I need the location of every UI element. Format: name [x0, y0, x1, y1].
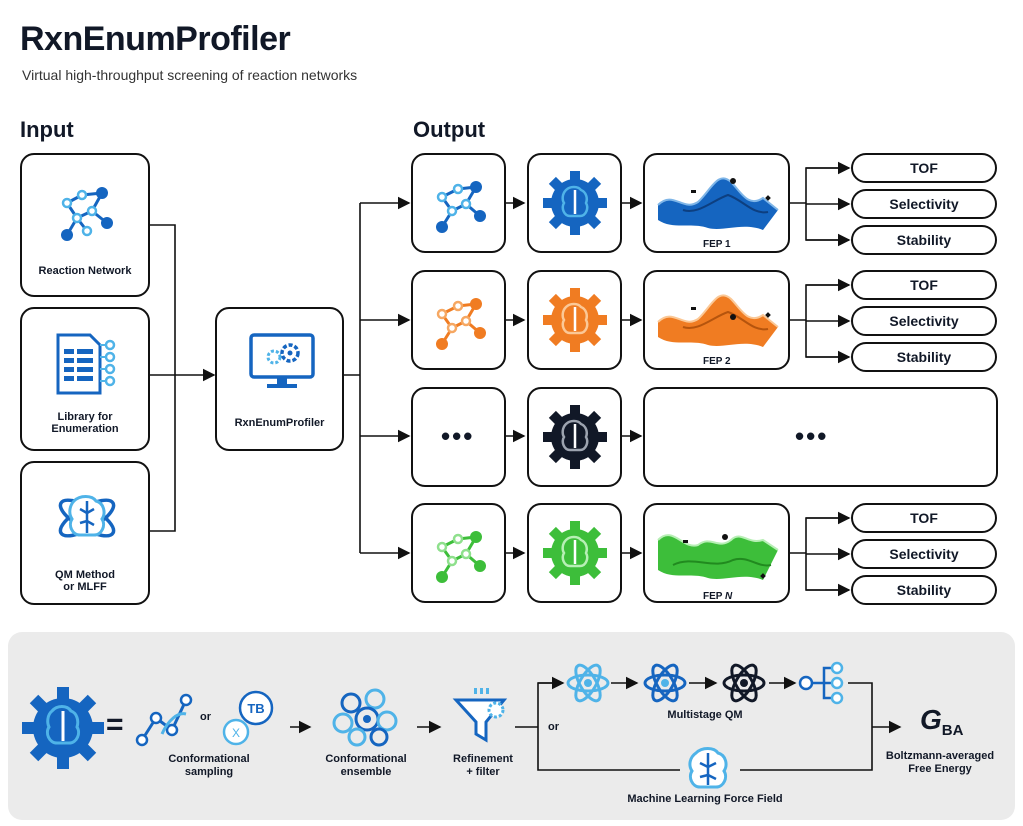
input-label-reaction-network: Reaction Network	[38, 265, 132, 277]
fep-surface-plot	[657, 534, 779, 580]
conformational-ensemble-label: Conformational ensemble	[325, 753, 407, 778]
monitor-gears-icon	[249, 333, 315, 388]
fep-surface-plot	[657, 294, 779, 347]
center-box-rxnenumprofiler: RxnEnumProfiler	[215, 307, 344, 451]
row4-fep-label: FEP N	[703, 591, 733, 602]
atom-icon	[566, 663, 610, 703]
or-label: or	[200, 711, 211, 723]
gear-brain-icon	[543, 521, 607, 585]
row2-metric-stability: Stability	[851, 342, 997, 372]
x-text: X	[232, 726, 240, 740]
or-label: or	[548, 721, 559, 733]
library-document-icon	[56, 333, 116, 395]
row3-placeholder-box: •••	[411, 387, 506, 487]
row1-metric-stability: Stability	[851, 225, 997, 255]
reaction-network-icon	[436, 298, 486, 350]
gear-brain-icon	[543, 288, 607, 352]
reaction-network-icon	[61, 187, 113, 241]
ellipsis-placeholder: •••	[795, 421, 829, 451]
tb-x-icon: TB X	[222, 690, 274, 746]
row1-network-box	[411, 153, 506, 253]
page-subtitle: Virtual high-throughput screening of rea…	[22, 67, 358, 83]
boltzmann-label: Boltzmann-averaged Free Energy	[885, 750, 995, 775]
ellipsis-placeholder: •••	[441, 421, 475, 451]
row1-metric-tof: TOF	[851, 153, 997, 183]
atom-brain-icon	[688, 747, 728, 789]
filter-gear-icon	[452, 688, 508, 743]
center-label: RxnEnumProfiler	[234, 417, 325, 429]
equals-sign: =	[106, 708, 124, 741]
gear-brain-icon	[543, 171, 607, 235]
gear-brain-icon	[22, 687, 104, 769]
atom-icon	[722, 663, 766, 703]
input-section-title: Input	[20, 117, 74, 142]
gear-brain-icon	[543, 405, 607, 469]
input-label-library: Library for Enumeration	[51, 411, 119, 435]
row1-fep-label: FEP 1	[703, 239, 731, 250]
row4-fep-box: FEP N	[643, 503, 790, 603]
row2-metric-selectivity: Selectivity	[851, 306, 997, 336]
conformational-ensemble-icon	[332, 688, 398, 747]
refinement-label: Refinement + filter	[453, 753, 513, 778]
row4-metric-tof: TOF	[851, 503, 997, 533]
row3-gear-box	[527, 387, 622, 487]
tb-text: TB	[247, 701, 264, 716]
input-label-qm-method: QM Method or MLFF	[55, 569, 115, 593]
reaction-network-icon	[436, 181, 486, 233]
atom-brain-icon	[58, 495, 116, 538]
input-box-library: Library for Enumeration	[20, 307, 150, 451]
fep-surface-plot	[657, 177, 779, 230]
branch-nodes-icon	[798, 661, 844, 705]
input-box-qm-method: QM Method or MLFF	[20, 461, 150, 605]
multistage-qm-label: Multistage QM	[667, 709, 743, 721]
row3-results-placeholder: •••	[643, 387, 998, 487]
page-title: RxnEnumProfiler	[20, 20, 291, 58]
row2-fep-label: FEP 2	[703, 356, 731, 367]
reaction-network-icon	[436, 531, 486, 583]
row1-fep-box: FEP 1	[643, 153, 790, 253]
atom-icon	[643, 663, 687, 703]
row1-metric-selectivity: Selectivity	[851, 189, 997, 219]
row2-gear-box	[527, 270, 622, 370]
conformational-sampling-label: Conformational sampling	[168, 753, 250, 778]
row2-fep-box: FEP 2	[643, 270, 790, 370]
row2-network-box	[411, 270, 506, 370]
output-section-title: Output	[413, 117, 486, 142]
row2-metric-tof: TOF	[851, 270, 997, 300]
row4-network-box	[411, 503, 506, 603]
row1-gear-box	[527, 153, 622, 253]
row4-gear-box	[527, 503, 622, 603]
row4-metric-selectivity: Selectivity	[851, 539, 997, 569]
g-ba-symbol: GBA	[920, 704, 964, 739]
mlff-label: Machine Learning Force Field	[627, 793, 783, 805]
input-box-reaction-network: Reaction Network	[20, 153, 150, 297]
row4-metric-stability: Stability	[851, 575, 997, 605]
conformational-sampling-icon	[135, 693, 193, 747]
